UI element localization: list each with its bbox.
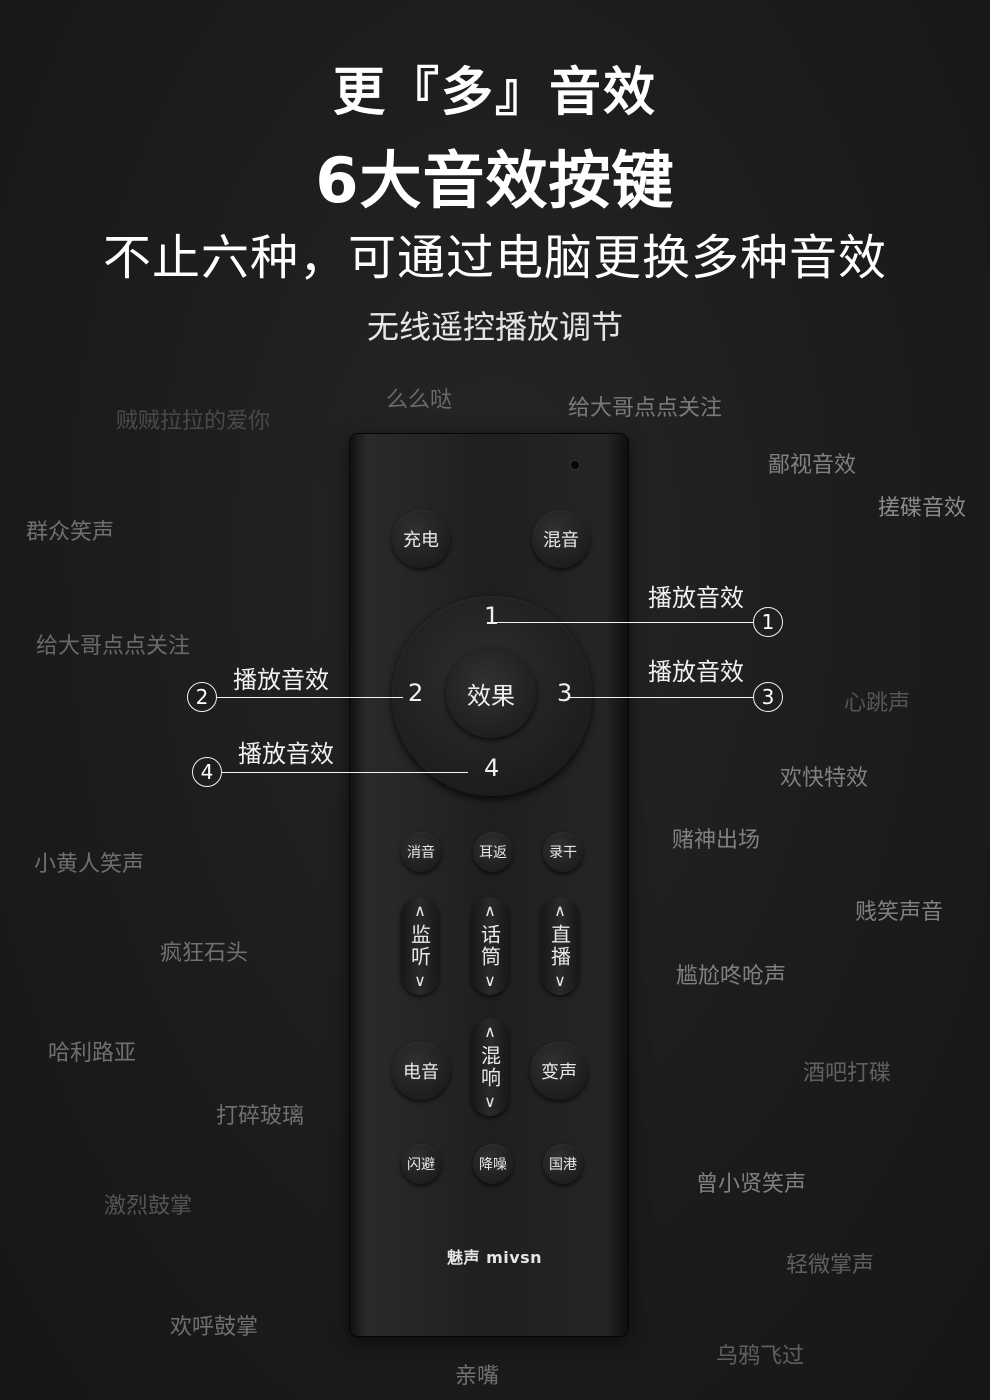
monitor-label: 监听 [407,924,432,968]
quintessence-button[interactable]: 国港 [543,1144,583,1184]
callout-label-2: 播放音效 [233,666,329,694]
denoise-button[interactable]: 降噪 [473,1144,513,1184]
sfx-label: 么么哒 [386,388,453,413]
sfx-label: 激烈鼓掌 [104,1194,193,1219]
sfx-label: 疯狂石头 [160,941,249,966]
sfx-label: 贼贼拉拉的爱你 [116,409,271,434]
sfx-label: 小黄人笑声 [34,852,145,877]
effect-center-button[interactable]: 效果 [446,648,536,738]
sfx-label: 乌鸦飞过 [716,1344,805,1369]
sfx-label: 酒吧打碟 [803,1061,892,1086]
callout-label-3: 播放音效 [648,658,744,686]
chevron-up-icon[interactable]: ∧ [484,901,496,920]
chevron-up-icon[interactable]: ∧ [414,901,426,920]
dodge-button[interactable]: 闪避 [401,1144,441,1184]
reverb-rocker[interactable]: ∧ 混响 ∨ [471,1018,509,1116]
sfx-label: 贱笑声音 [855,900,944,925]
callout-number-3: 3 [753,682,783,712]
callout-line-3 [568,697,753,698]
record-dry-button[interactable]: 录干 [543,832,583,872]
callout-number-1: 1 [753,607,783,637]
dpad-key-4[interactable]: 4 [484,754,500,782]
indicator-led [571,461,579,469]
electric-voice-button[interactable]: 电音 [392,1042,450,1100]
brand-logo: 魅声 mivsn [447,1248,543,1267]
chevron-down-icon[interactable]: ∨ [484,971,496,990]
remote-control-body [350,434,628,1336]
callout-label-4: 播放音效 [238,740,334,768]
dpad-key-2[interactable]: 2 [408,679,424,707]
sfx-label: 给大哥点点关注 [568,396,723,421]
sfx-label: 打碎玻璃 [216,1104,305,1129]
headline-subtitle: 不止六种，可通过电脑更换多种音效 [102,230,887,286]
live-label: 直播 [547,924,572,968]
sfx-label: 赌神出场 [672,828,761,853]
mic-label: 话筒 [477,924,502,968]
mix-button[interactable]: 混音 [532,510,590,568]
chevron-down-icon[interactable]: ∨ [414,971,426,990]
sfx-label: 欢快特效 [780,766,869,791]
sfx-label: 给大哥点点关注 [36,634,191,659]
sfx-label: 尴尬咚呛声 [676,964,787,989]
sfx-label: 曾小贤笑声 [696,1172,807,1197]
callout-number-2: 2 [187,682,217,712]
chevron-up-icon[interactable]: ∧ [554,901,566,920]
voice-change-button[interactable]: 变声 [530,1042,588,1100]
charge-button[interactable]: 充电 [392,510,450,568]
chevron-down-icon[interactable]: ∨ [484,1092,496,1111]
sfx-label: 鄙视音效 [768,453,857,478]
headline-more-effects: 更『多』音效 [332,63,657,123]
callout-line-2 [217,697,403,698]
reverb-label: 混响 [477,1045,502,1089]
chevron-down-icon[interactable]: ∨ [554,971,566,990]
headline-six-keys: 6大音效按键 [315,144,675,217]
headline-wireless: 无线遥控播放调节 [366,308,623,346]
monitor-rocker[interactable]: ∧ 监听 ∨ [401,897,439,995]
sfx-label: 亲嘴 [455,1364,500,1389]
mic-rocker[interactable]: ∧ 话筒 ∨ [471,897,509,995]
sfx-label: 欢呼鼓掌 [170,1315,259,1340]
callout-number-4: 4 [192,757,222,787]
sfx-label: 群众笑声 [26,520,115,545]
callout-label-1: 播放音效 [648,584,744,612]
mute-button[interactable]: 消音 [401,832,441,872]
callout-line-1 [497,622,753,623]
callout-line-4 [222,772,468,773]
live-rocker[interactable]: ∧ 直播 ∨ [541,897,579,995]
dpad-key-3[interactable]: 3 [557,679,573,707]
sfx-label: 轻微掌声 [786,1253,875,1278]
earback-button[interactable]: 耳返 [473,832,513,872]
sfx-label: 哈利路亚 [48,1041,137,1066]
chevron-up-icon[interactable]: ∧ [484,1022,496,1041]
sfx-label: 搓碟音效 [878,496,967,521]
sfx-label: 心跳声 [844,691,911,716]
dpad-key-1[interactable]: 1 [484,602,500,630]
